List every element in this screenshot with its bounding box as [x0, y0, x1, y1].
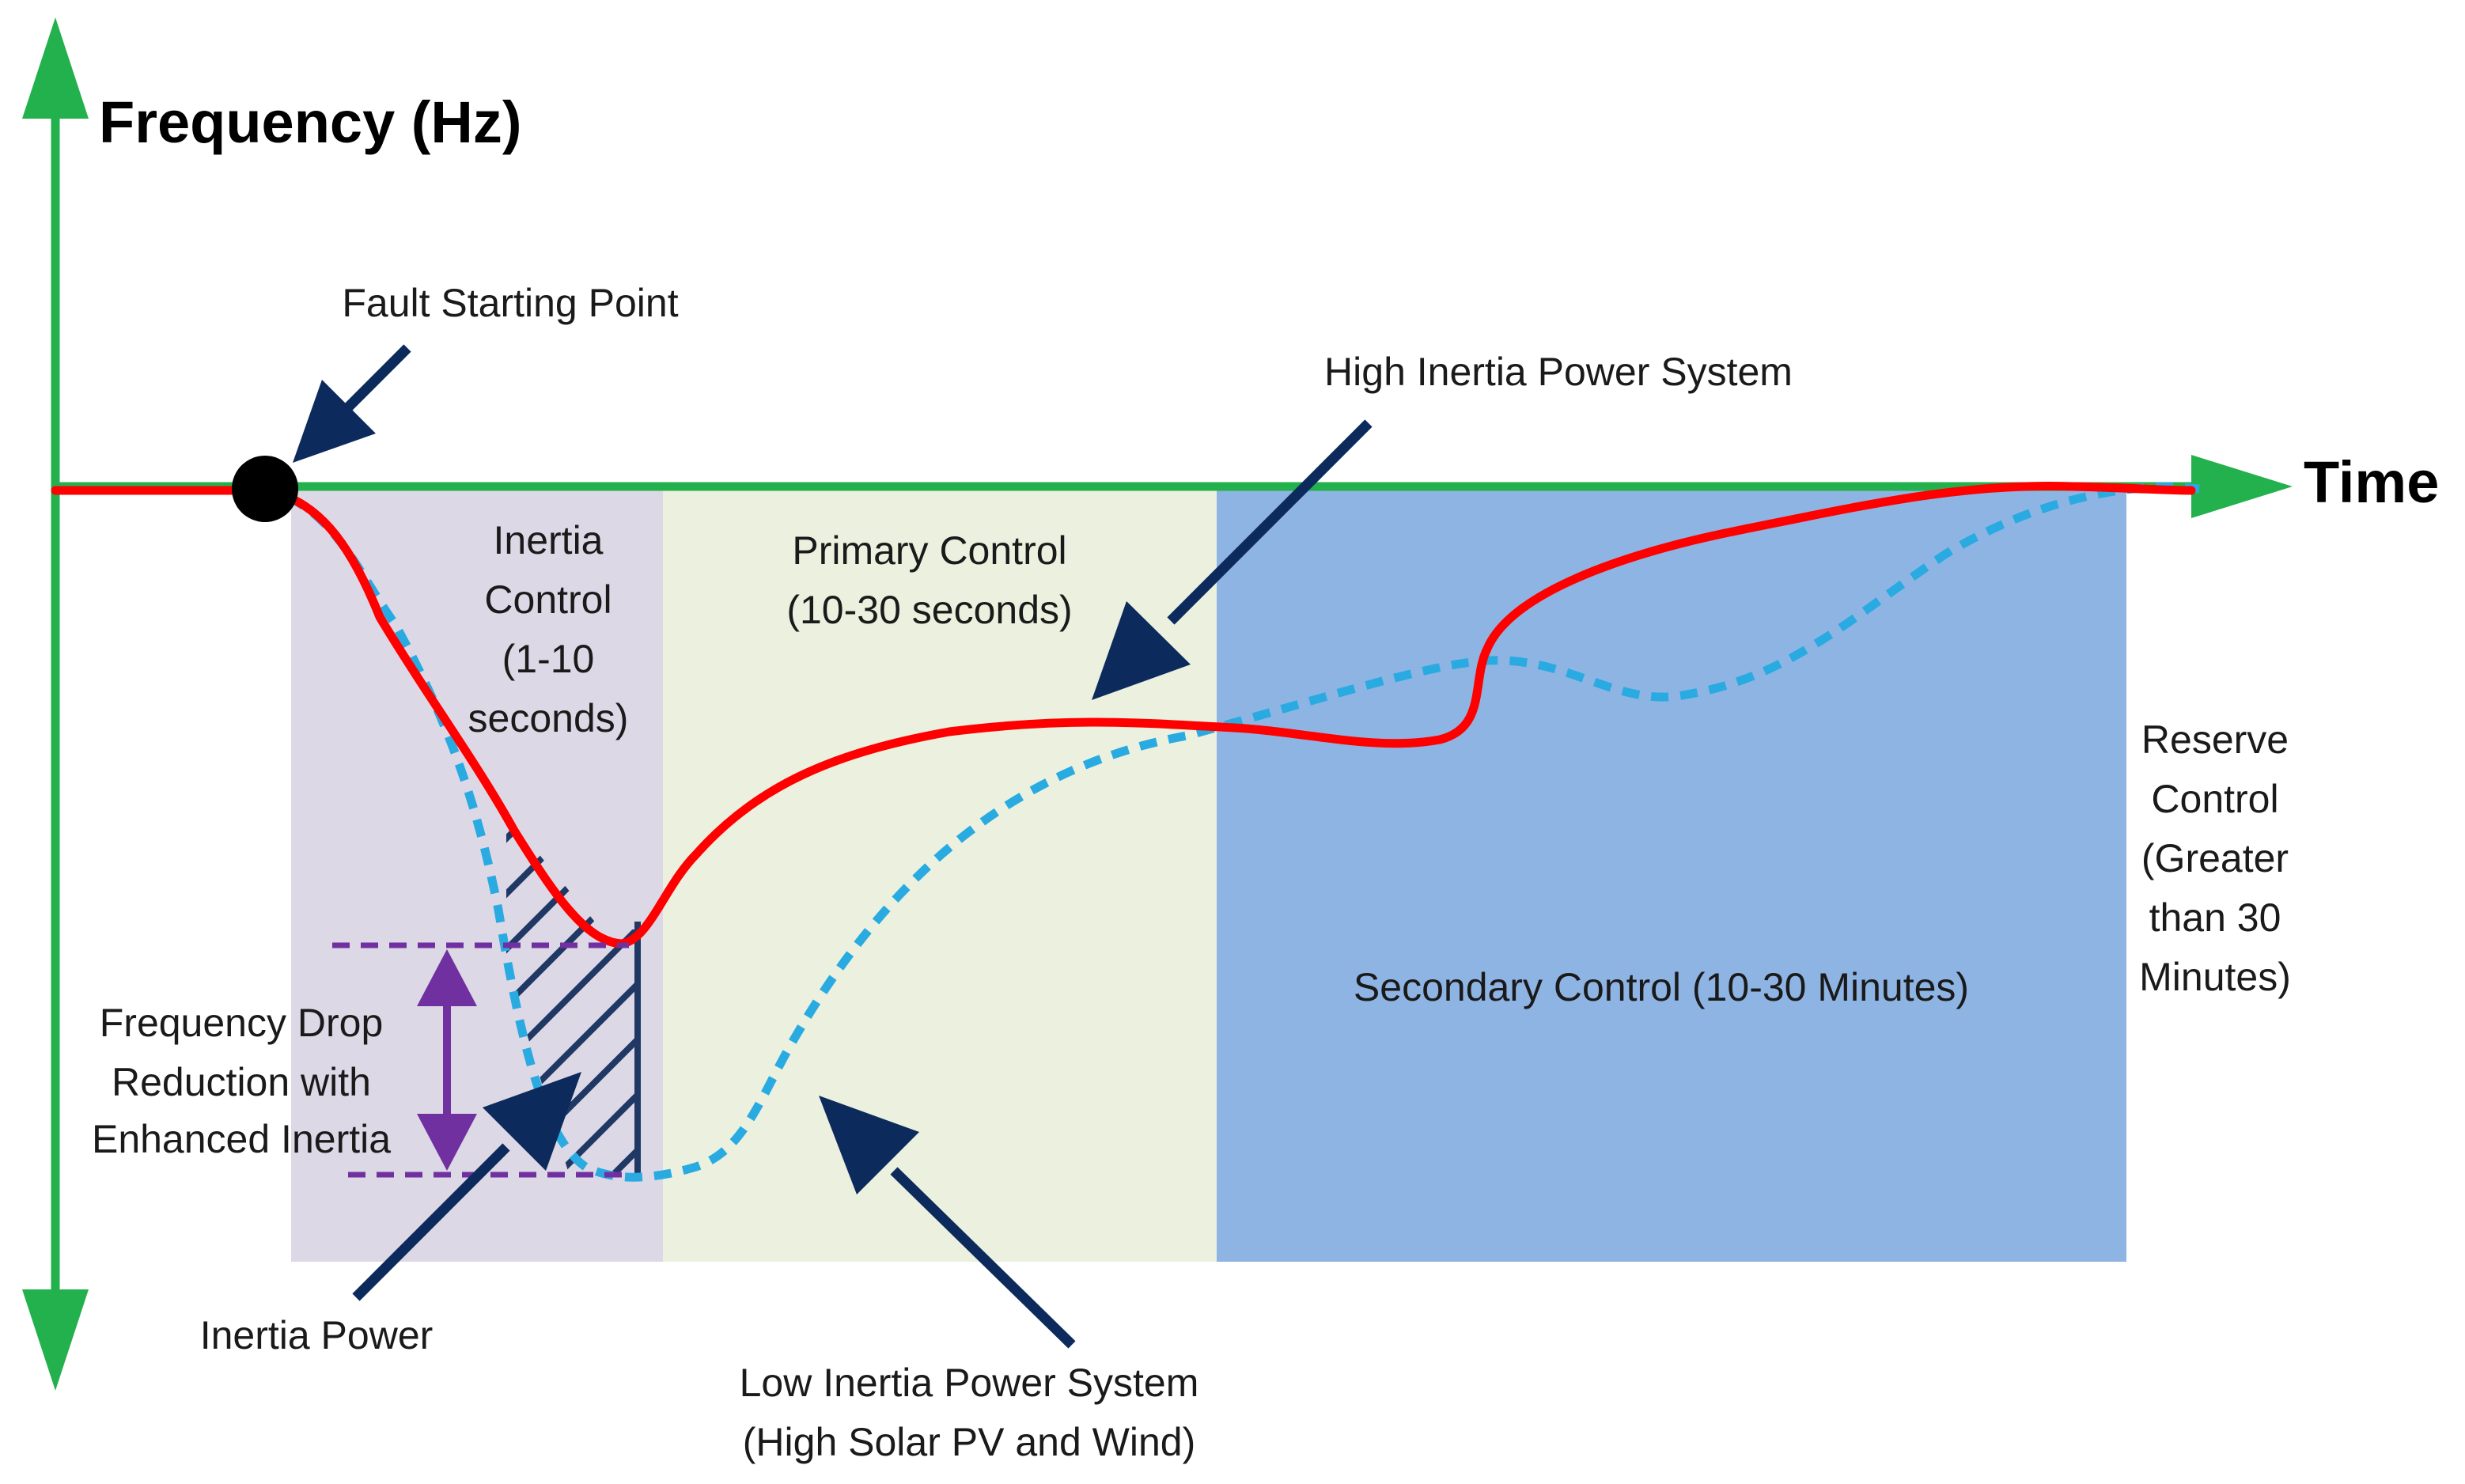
axis-arrow-up-icon — [22, 17, 89, 119]
low-inertia-arrow-icon — [819, 1096, 1076, 1349]
freq-drop-double-arrow-icon — [417, 949, 477, 1171]
svg-text:(Greater: (Greater — [2141, 836, 2289, 880]
low-inertia-curve — [55, 482, 2200, 1182]
secondary-control-region — [1217, 490, 2126, 1262]
svg-text:Secondary Control (10-30 Minut: Secondary Control (10-30 Minutes) — [1354, 965, 1969, 1009]
svg-text:Control: Control — [484, 577, 612, 622]
y-axis-title: Frequency (Hz) — [99, 89, 522, 155]
svg-text:Reduction with: Reduction with — [112, 1060, 371, 1104]
svg-text:Inertia: Inertia — [494, 518, 604, 562]
svg-text:Control: Control — [2151, 777, 2278, 821]
axis-arrow-down-icon — [22, 1289, 89, 1391]
inertia-power-arrow-icon — [352, 1072, 581, 1301]
inertia-power-label: Inertia Power — [200, 1313, 434, 1357]
horizontal-axis — [55, 455, 2293, 518]
svg-text:seconds): seconds) — [468, 696, 629, 740]
inertia-control-label: Inertia Control (1-10 seconds) — [468, 518, 629, 740]
fault-arrow-icon — [293, 344, 411, 463]
svg-text:Minutes): Minutes) — [2139, 955, 2291, 999]
fault-starting-point-label: Fault Starting Point — [342, 281, 678, 325]
svg-text:(1-10: (1-10 — [502, 637, 595, 681]
fault-point-dot — [232, 456, 298, 522]
svg-text:Enhanced Inertia: Enhanced Inertia — [92, 1117, 391, 1161]
high-inertia-arrow-icon — [1092, 419, 1373, 700]
low-inertia-label: Low Inertia Power System (High Solar PV … — [740, 1361, 1199, 1464]
axis-arrow-right-icon — [2191, 455, 2293, 518]
frequency-drop-label: Frequency Drop Reduction with Enhanced I… — [92, 1001, 391, 1161]
high-inertia-label: High Inertia Power System — [1324, 350, 1793, 394]
x-axis-title: Time — [2304, 449, 2439, 515]
svg-text:Frequency Drop: Frequency Drop — [100, 1001, 384, 1045]
svg-text:than 30: than 30 — [2149, 895, 2281, 940]
svg-text:(High Solar PV and Wind): (High Solar PV and Wind) — [743, 1420, 1195, 1464]
svg-text:Low Inertia Power System: Low Inertia Power System — [740, 1361, 1199, 1405]
reserve-control-label: Reserve Control (Greater than 30 Minutes… — [2139, 717, 2291, 999]
secondary-control-label: Secondary Control (10-30 Minutes) — [1354, 965, 1969, 1009]
svg-text:(10-30 seconds): (10-30 seconds) — [786, 588, 1072, 632]
primary-control-label: Primary Control (10-30 seconds) — [786, 528, 1072, 632]
high-inertia-curve — [51, 481, 2196, 948]
vertical-axis — [22, 17, 89, 1391]
svg-text:Reserve: Reserve — [2141, 717, 2289, 762]
svg-text:Primary Control: Primary Control — [792, 528, 1066, 573]
